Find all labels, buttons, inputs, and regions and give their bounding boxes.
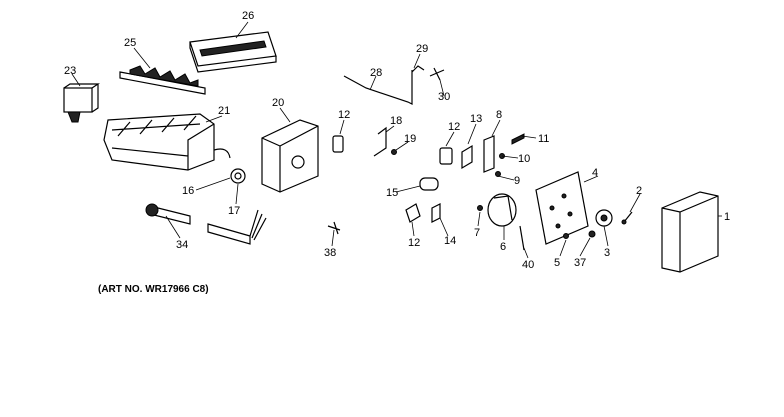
callout-6: 6	[500, 241, 506, 253]
part-40-wire	[519, 225, 525, 251]
callout-37: 37	[574, 257, 586, 269]
callout-21: 21	[218, 105, 230, 117]
callout-40: 40	[522, 259, 534, 271]
callout-28: 28	[370, 67, 382, 79]
part-5-37-screws	[563, 230, 596, 239]
part-16-17-gear	[230, 168, 246, 184]
callout-16: 16	[182, 185, 194, 197]
callout-3: 3	[604, 247, 610, 259]
part-34-fill-tube	[145, 203, 191, 225]
callout-26: 26	[242, 10, 254, 22]
callout-11: 11	[538, 133, 549, 145]
callout-9: 9	[514, 175, 520, 187]
part-21-mold	[103, 113, 231, 171]
callout-12-top: 12	[338, 109, 350, 121]
callout-8: 8	[496, 109, 502, 121]
part-12-14-switch-bottom	[405, 203, 441, 223]
part-29-30-clip	[411, 65, 445, 81]
callout-1: 1	[724, 211, 730, 223]
callout-12-mid: 12	[448, 121, 460, 133]
part-1-cover	[661, 191, 719, 273]
part-6-motor	[477, 193, 517, 227]
part-18-lever	[373, 126, 397, 157]
callout-20: 20	[272, 97, 284, 109]
callout-30: 30	[438, 91, 450, 103]
part-8-bracket	[483, 133, 525, 177]
part-12-switch-top	[332, 135, 344, 153]
part-15-thermostat	[419, 177, 439, 191]
part-23-terminal	[63, 83, 100, 123]
part-26-ejector	[189, 31, 277, 73]
part-20-housing	[261, 119, 319, 193]
callout-19: 19	[404, 133, 416, 145]
callout-5: 5	[554, 257, 560, 269]
part-2-screw	[621, 211, 633, 225]
callout-18: 18	[390, 115, 402, 127]
callout-15: 15	[386, 187, 398, 199]
part-25-blade	[119, 65, 206, 95]
leader-lines	[71, 21, 722, 259]
part-3-gear	[595, 209, 613, 227]
callout-12-bottom: 12	[408, 237, 420, 249]
callout-10: 10	[518, 153, 530, 165]
part-harness	[207, 209, 267, 245]
part-28-feeler-arm	[343, 70, 413, 105]
callout-34: 34	[176, 239, 188, 251]
callout-4: 4	[592, 167, 598, 179]
callout-2: 2	[636, 185, 642, 197]
callout-17: 17	[228, 205, 240, 217]
callout-7: 7	[474, 227, 480, 239]
part-38-screw	[327, 221, 341, 235]
part-4-plate	[535, 171, 589, 245]
callout-38: 38	[324, 247, 336, 259]
callout-23: 23	[64, 65, 76, 77]
part-12-13-switch	[439, 144, 473, 170]
callout-25: 25	[124, 37, 136, 49]
callout-29: 29	[416, 43, 428, 55]
callout-13: 13	[470, 113, 482, 125]
art-number: (ART NO. WR17966 C8)	[98, 284, 209, 295]
callout-14: 14	[444, 235, 456, 247]
